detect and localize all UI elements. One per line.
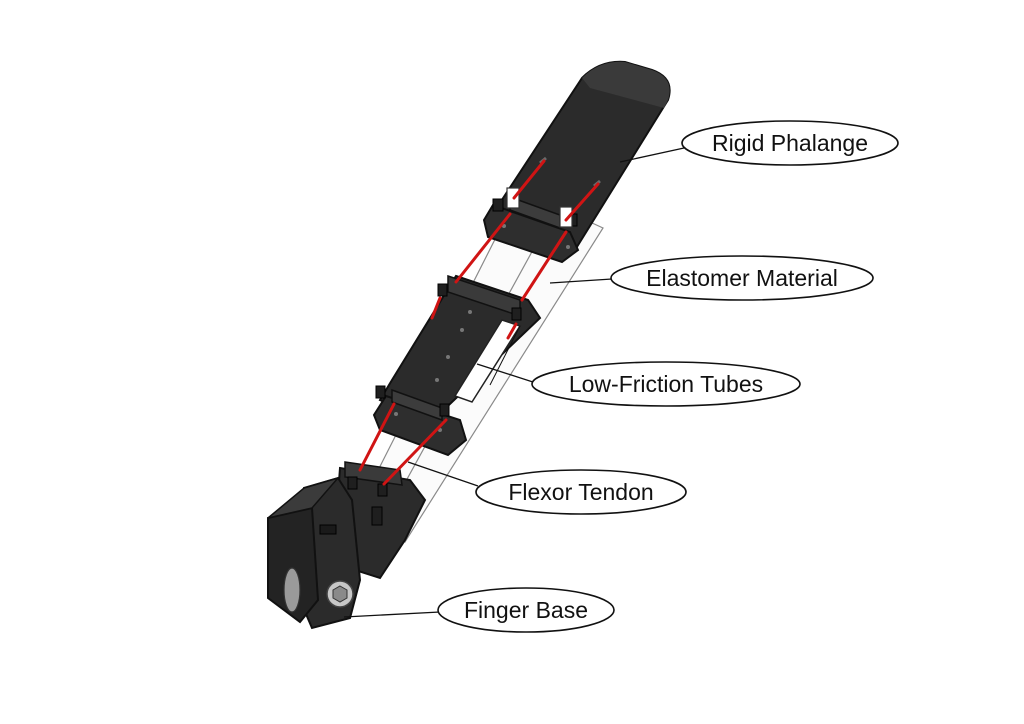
middle-link <box>378 274 542 425</box>
callout-elastomer-material: Elastomer Material <box>610 255 874 301</box>
label-flexor-tendon: Flexor Tendon <box>508 479 653 505</box>
bolt-icon <box>326 580 354 608</box>
label-low-friction-tubes: Low-Friction Tubes <box>569 371 763 397</box>
flexor-tendons <box>358 159 600 486</box>
callout-low-friction-tubes: Low-Friction Tubes <box>531 361 801 407</box>
proximal-hinge <box>336 461 427 580</box>
callout-rigid-phalange: Rigid Phalange <box>681 120 899 166</box>
label-elastomer-material: Elastomer Material <box>646 265 838 291</box>
callout-flexor-tendon: Flexor Tendon <box>475 469 687 515</box>
lower-clip <box>372 385 468 457</box>
label-rigid-phalange: Rigid Phalange <box>712 130 868 156</box>
leader-lines <box>343 147 685 618</box>
label-finger-base: Finger Base <box>464 597 588 623</box>
callout-finger-base: Finger Base <box>437 587 615 633</box>
rigid-phalange <box>488 60 671 252</box>
finger-base <box>267 476 362 630</box>
